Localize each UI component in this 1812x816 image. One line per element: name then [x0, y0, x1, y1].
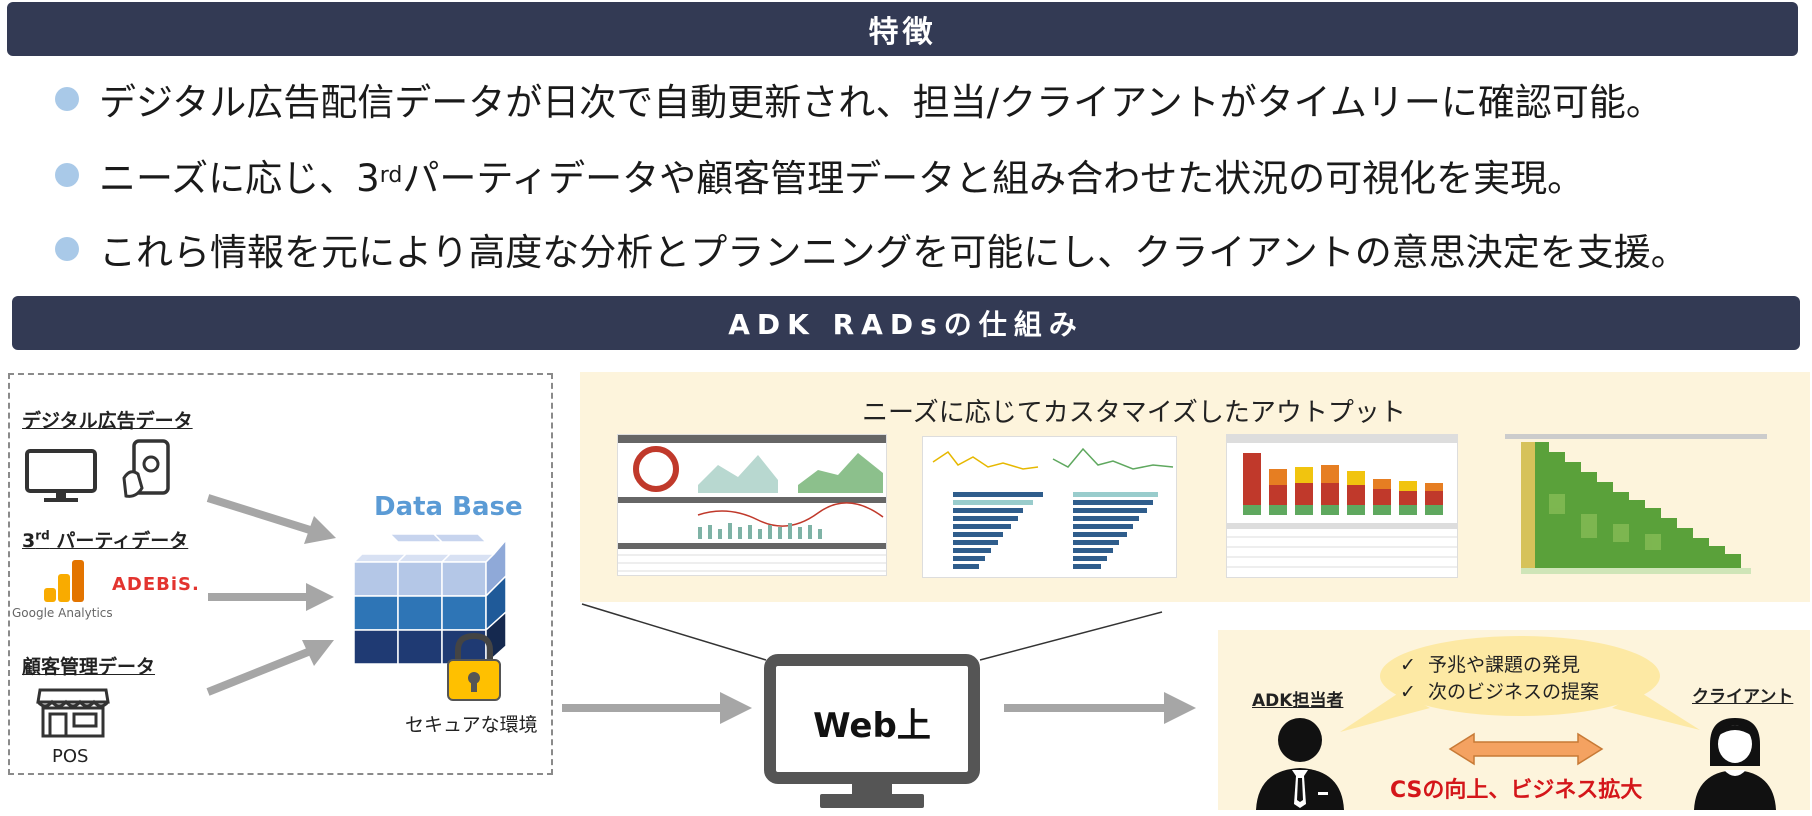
smartphone-icon: [122, 439, 170, 498]
feature-item-1: デジタル広告配信データが日次で自動更新され、担当/クライアントがタイムリーに確認…: [55, 74, 1663, 124]
web-label: Web上: [813, 706, 931, 746]
bullet-dot-icon: [55, 237, 79, 261]
output-thumbnail-dashboard: [617, 434, 887, 576]
output-thumbnail-stacked: [1226, 434, 1458, 578]
feature-text-2-post: パーティデータや顧客管理データと組み合わせた状況の可視化を実現。: [402, 157, 1585, 200]
google-analytics-logo-icon: [44, 560, 84, 602]
pos-label: POS: [52, 746, 89, 767]
feature-text-1: デジタル広告配信データが日次で自動更新され、担当/クライアントがタイムリーに確認…: [99, 81, 1663, 124]
speech-bubble: [1340, 636, 1700, 732]
source-arrows: [206, 494, 336, 696]
output-thumbnail-heatmap: [1505, 434, 1767, 578]
secure-environment-label: セキュアな環境: [405, 714, 538, 736]
client-label: クライアント: [1692, 687, 1794, 707]
store-icon: [36, 688, 110, 738]
feature-text-3: これら情報を元により高度な分析とプランニングを可能にし、クライアントの意思決定を…: [99, 231, 1688, 274]
feature-text-2-pre: ニーズに応じ、3: [99, 157, 380, 200]
monitor-icon: [25, 449, 97, 502]
database-title: Data Base: [374, 492, 523, 522]
double-arrow-icon: [1448, 732, 1604, 766]
output-thumbnail-bars: [922, 436, 1177, 578]
feature-item-3: これら情報を元により高度な分析とプランニングを可能にし、クライアントの意思決定を…: [55, 224, 1688, 274]
crm-data-label: 顧客管理データ: [22, 656, 156, 678]
bullet-dot-icon: [55, 87, 79, 111]
bullet-dot-icon: [55, 163, 79, 187]
lock-icon: [447, 632, 501, 701]
data-source-panel: [8, 373, 553, 775]
database-cube-icon: [352, 533, 507, 666]
bubble-list: ✓ 予兆や課題の発見 ✓ 次のビジネスの提案: [1400, 652, 1599, 706]
features-title: 特徴: [868, 15, 937, 50]
bubble-item-2: ✓ 次のビジネスの提案: [1400, 681, 1600, 703]
arrow-to-stakeholders: [1004, 692, 1196, 724]
third-party-data-label: 3rd パーティデータ: [22, 528, 189, 552]
output-title: ニーズに応じてカスタマイズしたアウトプット: [862, 398, 1406, 428]
arrow-to-web: [562, 692, 752, 724]
web-monitor-icon: [764, 654, 980, 808]
mechanism-title: ADK RADsの仕組み: [728, 308, 1084, 341]
features-banner: 特徴: [7, 2, 1798, 56]
digital-ad-data-label: デジタル広告データ: [22, 410, 193, 432]
bubble-item-1: ✓ 予兆や課題の発見: [1400, 654, 1581, 676]
result-text: CSの向上、ビジネス拡大: [1390, 778, 1643, 803]
businessman-icon: [1256, 718, 1344, 810]
connector-lines: [581, 603, 1163, 661]
adk-staff-label: ADK担当者: [1252, 691, 1344, 711]
feature-text-2-sup: rd: [379, 162, 403, 188]
mechanism-banner: ADK RADsの仕組み: [12, 296, 1800, 350]
google-analytics-name: Google Analytics: [12, 606, 113, 620]
adebis-logo: ADEBiS.: [112, 574, 200, 595]
client-woman-icon: [1694, 718, 1776, 810]
